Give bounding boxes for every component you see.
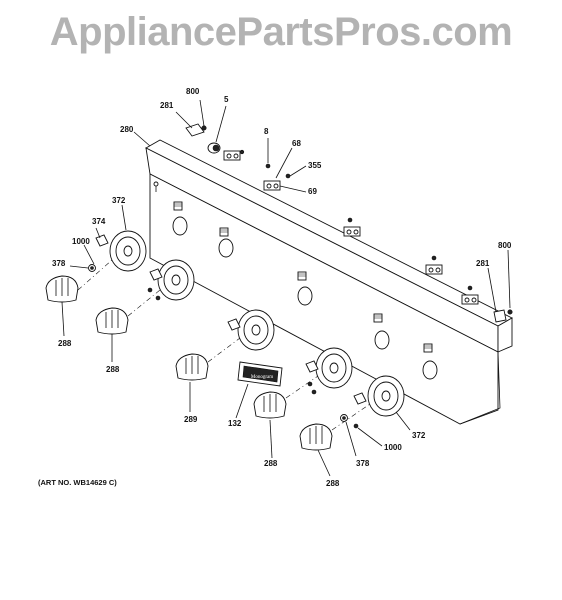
callout-372-right: 372	[412, 431, 426, 440]
callout-289: 289	[184, 415, 198, 424]
left-end-parts	[133, 99, 307, 193]
callout-288-1: 288	[58, 339, 72, 348]
callout-288-3: 288	[264, 459, 278, 468]
callout-labels: 800 281 5 280 8 68 355 69 372 374 1000 3…	[52, 87, 512, 488]
callout-1000-right: 1000	[384, 443, 402, 452]
callout-288-2: 288	[106, 365, 120, 374]
knob-assembly-1	[45, 204, 147, 337]
callout-1000-left: 1000	[72, 237, 90, 246]
callout-69: 69	[308, 187, 317, 196]
nameplate-text: Monogram	[251, 375, 273, 380]
watermark: AppliancePartsPros.com	[49, 10, 513, 54]
knob-assembly-2	[95, 259, 195, 362]
callout-800-top: 800	[186, 87, 200, 96]
knob-assembly-5	[299, 375, 411, 477]
nameplate: Monogram	[235, 361, 283, 419]
callout-281-top: 281	[160, 101, 174, 110]
panel-switch-slots	[172, 201, 438, 380]
callout-378-left: 378	[52, 259, 66, 268]
knob-assembly-3	[175, 309, 275, 412]
callout-68: 68	[292, 139, 301, 148]
callout-5: 5	[224, 95, 229, 104]
art-number: (ART NO. WB14629 C)	[38, 478, 117, 487]
callout-800-right: 800	[498, 241, 512, 250]
callout-374: 374	[92, 217, 106, 226]
callout-8: 8	[264, 127, 269, 136]
callout-288-4: 288	[326, 479, 340, 488]
control-panel	[145, 139, 513, 425]
callout-280: 280	[120, 125, 134, 134]
callout-132: 132	[228, 419, 242, 428]
callout-372-left: 372	[112, 196, 126, 205]
callout-281-right: 281	[476, 259, 490, 268]
callout-355: 355	[308, 161, 322, 170]
right-end-parts	[487, 249, 513, 323]
knob-assembly-4	[253, 347, 353, 459]
top-brackets	[223, 149, 479, 305]
callout-378-right: 378	[356, 459, 370, 468]
